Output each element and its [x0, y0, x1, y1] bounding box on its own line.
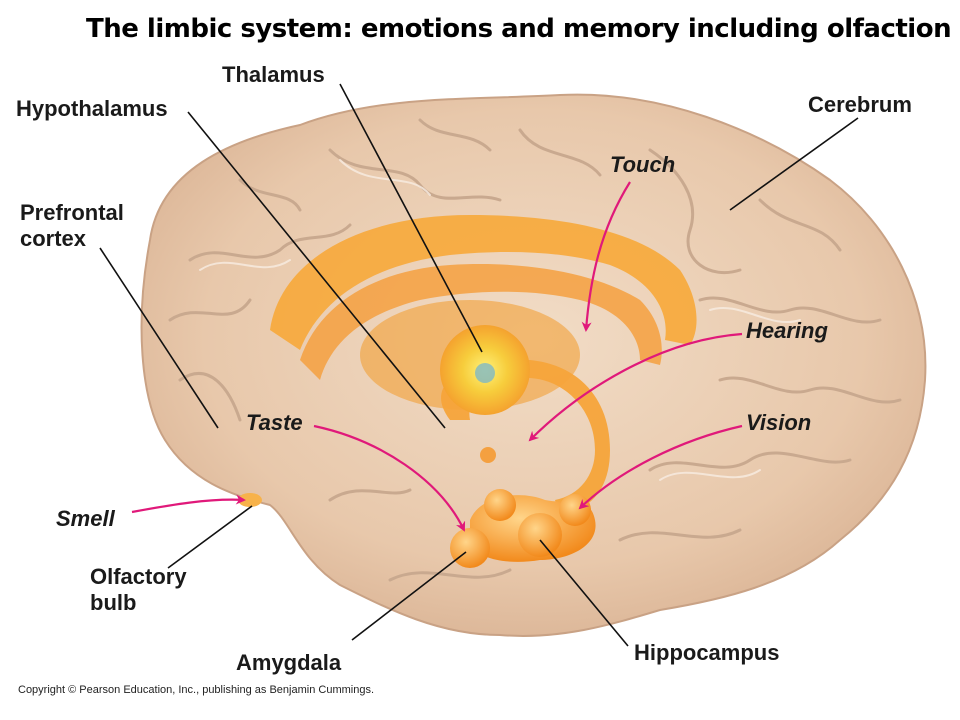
amygdala-shape: [450, 528, 490, 568]
label-touch: Touch: [610, 152, 675, 177]
brain-folds: [168, 118, 902, 582]
copyright-notice: Copyright © Pearson Education, Inc., pub…: [18, 684, 375, 696]
label-olfactory-line2: bulb: [90, 590, 136, 615]
label-prefrontal-line2: cortex: [20, 226, 87, 251]
label-hypothalamus: Hypothalamus: [16, 96, 168, 121]
label-hippocampus: Hippocampus: [634, 640, 779, 665]
label-thalamus: Thalamus: [222, 62, 325, 87]
label-hearing: Hearing: [746, 318, 828, 343]
label-prefrontal-line1: Prefrontal: [20, 200, 124, 225]
sensory-arrows: [131, 181, 743, 532]
label-cerebrum: Cerebrum: [808, 92, 912, 117]
label-smell: Smell: [56, 506, 116, 531]
label-taste: Taste: [246, 410, 303, 435]
leader-lines: [99, 83, 859, 647]
slide-title: The limbic system: emotions and memory i…: [86, 14, 952, 44]
label-vision: Vision: [746, 410, 811, 435]
label-amygdala: Amygdala: [236, 650, 342, 675]
label-olfactory-line1: Olfactory: [90, 564, 187, 589]
